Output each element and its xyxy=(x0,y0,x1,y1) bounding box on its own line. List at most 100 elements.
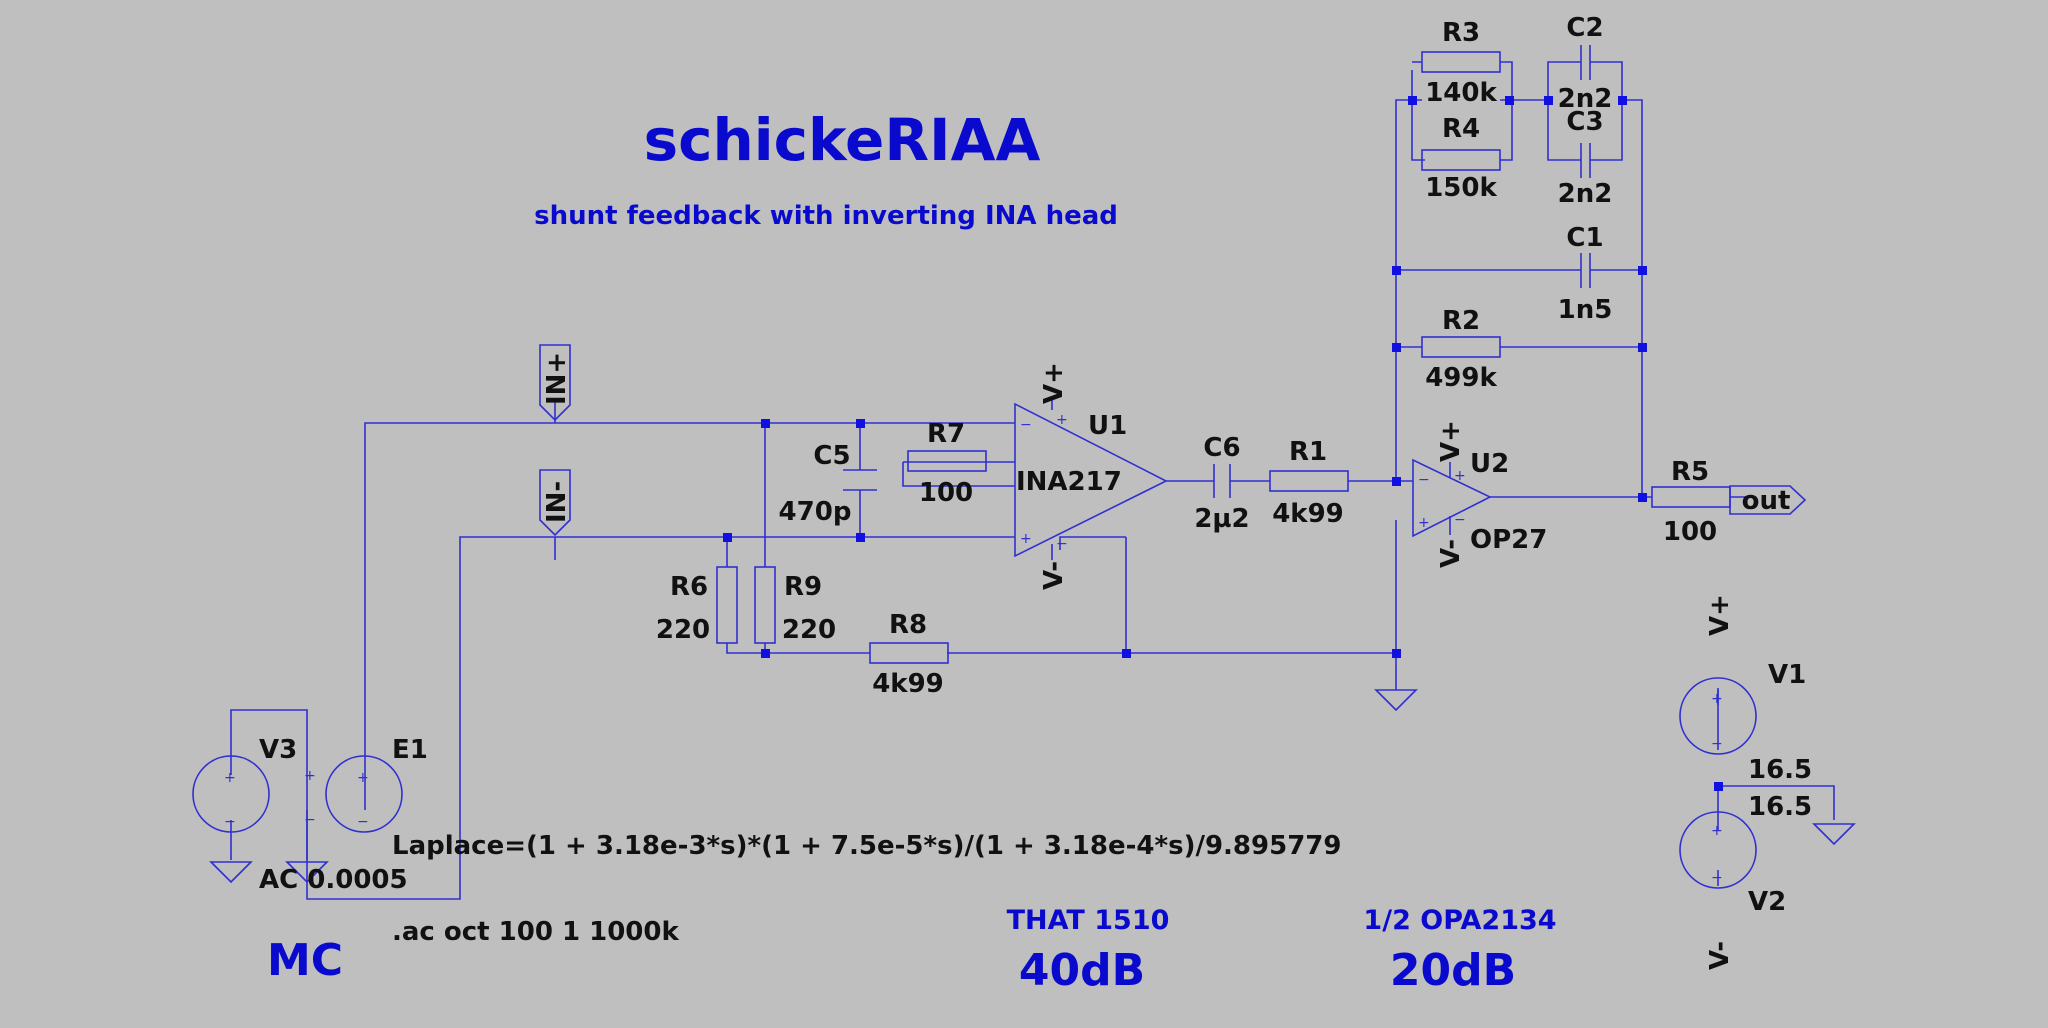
svg-text:+: + xyxy=(304,768,316,784)
capacitor-c3 xyxy=(1580,143,1591,178)
capacitor-c5 xyxy=(843,469,877,491)
schematic-title: schickeRIAA xyxy=(644,106,1041,174)
r7-name: R7 xyxy=(927,419,965,449)
resistor-r1 xyxy=(1269,470,1349,492)
u2-name: U2 xyxy=(1470,449,1509,479)
u2-vplus-label: V+ xyxy=(1436,420,1466,462)
opa-gain-annotation: 20dB xyxy=(1390,945,1516,996)
r1-name: R1 xyxy=(1289,437,1327,467)
svg-text:−: − xyxy=(1454,512,1466,528)
u1-vplus-label: V+ xyxy=(1039,362,1069,404)
c3-value: 2n2 xyxy=(1558,179,1613,209)
ac-directive: .ac oct 100 1 1000k xyxy=(392,917,679,947)
that-gain-annotation: 40dB xyxy=(1019,945,1145,996)
junction-nodes xyxy=(723,96,1723,791)
u1-model: INA217 xyxy=(1016,467,1122,497)
ground-symbol-main xyxy=(1374,689,1418,712)
svg-text:−: − xyxy=(304,812,316,828)
svg-text:−: − xyxy=(1711,870,1723,886)
c6-name: C6 xyxy=(1203,433,1240,463)
r3-name: R3 xyxy=(1442,18,1480,48)
r2-value: 499k xyxy=(1425,363,1497,393)
voltage-source-v1: + − xyxy=(1679,677,1757,755)
resistor-r6 xyxy=(716,566,738,644)
r4-name: R4 xyxy=(1442,114,1480,144)
r6-value: 220 xyxy=(656,615,710,645)
net-flag-in-minus xyxy=(539,469,571,537)
u1-name: U1 xyxy=(1088,411,1127,441)
r3-value: 140k xyxy=(1425,78,1497,108)
voltage-source-v3: + − xyxy=(192,755,270,833)
c2-name: C2 xyxy=(1566,13,1603,43)
mc-annotation: MC xyxy=(267,935,343,986)
r8-value: 4k99 xyxy=(872,669,944,699)
c1-value: 1n5 xyxy=(1558,295,1613,325)
svg-text:−: − xyxy=(1418,472,1430,488)
v1-vplus-label: V+ xyxy=(1705,594,1735,636)
svg-text:+: + xyxy=(1020,531,1032,547)
svg-text:+: + xyxy=(1056,412,1068,428)
v1-value: 16.5 xyxy=(1748,755,1812,785)
in-minus-label: IN- xyxy=(542,481,572,523)
svg-text:+: + xyxy=(357,770,369,786)
u2-model: OP27 xyxy=(1470,525,1547,555)
e1-name: E1 xyxy=(392,735,428,765)
svg-text:+: + xyxy=(224,770,236,786)
r1-value: 4k99 xyxy=(1272,499,1344,529)
voltage-source-v2: + − xyxy=(1679,811,1757,889)
net-flag-in-plus xyxy=(539,344,571,422)
r5-name: R5 xyxy=(1671,457,1709,487)
r9-value: 220 xyxy=(782,615,836,645)
resistor-r2 xyxy=(1421,336,1501,358)
resistor-r5 xyxy=(1651,486,1731,508)
svg-text:+: + xyxy=(1454,468,1466,484)
resistor-r7 xyxy=(907,450,987,472)
capacitor-c1 xyxy=(1580,253,1591,288)
dependent-source-e1: + − + − xyxy=(304,755,403,833)
svg-text:−: − xyxy=(224,814,236,830)
u1-vminus-label: V- xyxy=(1039,561,1069,590)
net-flag-out xyxy=(1729,485,1807,515)
v2-vminus-label: V- xyxy=(1705,941,1735,970)
r7-value: 100 xyxy=(919,478,973,508)
resistor-r3 xyxy=(1421,51,1501,73)
c6-value: 2µ2 xyxy=(1194,504,1249,534)
opa-part-annotation: 1/2 OPA2134 xyxy=(1363,905,1556,936)
c5-value: 470p xyxy=(779,497,852,527)
svg-text:+: + xyxy=(1711,823,1723,839)
svg-text:−: − xyxy=(357,814,369,830)
u2-vminus-label: V- xyxy=(1436,539,1466,568)
r6-name: R6 xyxy=(670,572,708,602)
c3-name: C3 xyxy=(1566,107,1603,137)
ground-symbol-v3 xyxy=(209,861,253,884)
resistor-r4 xyxy=(1421,149,1501,171)
ground-symbol-e1 xyxy=(285,861,329,884)
amplifier-u1: − + + − xyxy=(1014,398,1168,560)
amplifier-u2: − + + − xyxy=(1412,458,1492,538)
v1-name: V1 xyxy=(1768,660,1806,690)
r4-value: 150k xyxy=(1425,173,1497,203)
ground-symbol-supply xyxy=(1812,823,1856,846)
out-label: out xyxy=(1742,486,1791,516)
resistor-r8 xyxy=(869,642,949,664)
capacitor-c6 xyxy=(1213,464,1231,498)
svg-text:−: − xyxy=(1056,536,1068,552)
c2-value: 2n2 xyxy=(1558,84,1613,114)
c5-name: C5 xyxy=(813,441,850,471)
svg-text:+: + xyxy=(1418,515,1430,531)
svg-text:+: + xyxy=(1711,691,1723,707)
r9-name: R9 xyxy=(784,572,822,602)
that-part-annotation: THAT 1510 xyxy=(1007,905,1170,936)
c1-name: C1 xyxy=(1566,223,1603,253)
v3-value: AC 0.0005 xyxy=(259,865,408,895)
e1-laplace: Laplace=(1 + 3.18e-3*s)*(1 + 7.5e-5*s)/(… xyxy=(392,831,1341,861)
v2-name: V2 xyxy=(1748,887,1786,917)
r5-value: 100 xyxy=(1663,517,1717,547)
svg-text:−: − xyxy=(1711,736,1723,752)
svg-text:−: − xyxy=(1020,417,1032,433)
r8-name: R8 xyxy=(889,610,927,640)
r2-name: R2 xyxy=(1442,306,1480,336)
capacitor-c2 xyxy=(1580,45,1591,80)
schematic-subtitle: shunt feedback with inverting INA head xyxy=(534,201,1118,231)
